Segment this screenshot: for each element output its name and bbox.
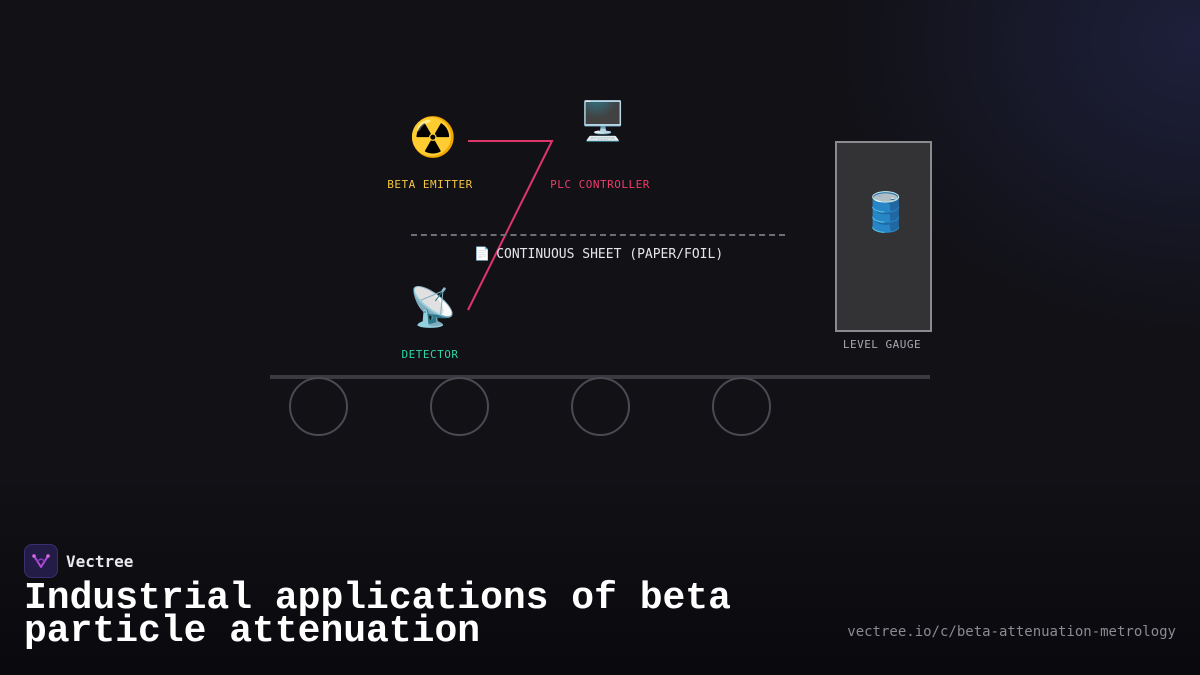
roller	[712, 377, 771, 436]
source-url[interactable]: vectree.io/c/beta-attenuation-metrology	[847, 624, 1176, 640]
roller	[571, 377, 630, 436]
satellite-dish-icon: 📡	[409, 285, 457, 329]
brand: Vectree	[24, 544, 133, 578]
emitter-label: BETA EMITTER	[387, 178, 473, 191]
gauge-label: LEVEL GAUGE	[842, 338, 922, 351]
detector-label: DETECTOR	[401, 348, 459, 361]
level-gauge-box	[835, 141, 932, 332]
page-title: Industrial applications of beta particle…	[24, 577, 731, 653]
oil-drum-icon: 🛢️	[862, 190, 910, 234]
vectree-logo-icon	[24, 544, 58, 578]
plc-label: PLC CONTROLLER	[550, 178, 650, 191]
computer-icon: 🖥️	[579, 99, 627, 143]
radioactive-icon: ☢️	[409, 115, 457, 159]
roller	[430, 377, 489, 436]
brand-name: Vectree	[66, 551, 134, 571]
sheet-label-text: CONTINUOUS SHEET (PAPER/FOIL)	[496, 247, 724, 262]
signal-line	[467, 140, 554, 311]
document-icon: 📄	[474, 247, 491, 262]
roller	[289, 377, 348, 436]
sheet-label: 📄 CONTINUOUS SHEET (PAPER/FOIL)	[474, 247, 723, 262]
continuous-sheet-line	[411, 234, 785, 236]
